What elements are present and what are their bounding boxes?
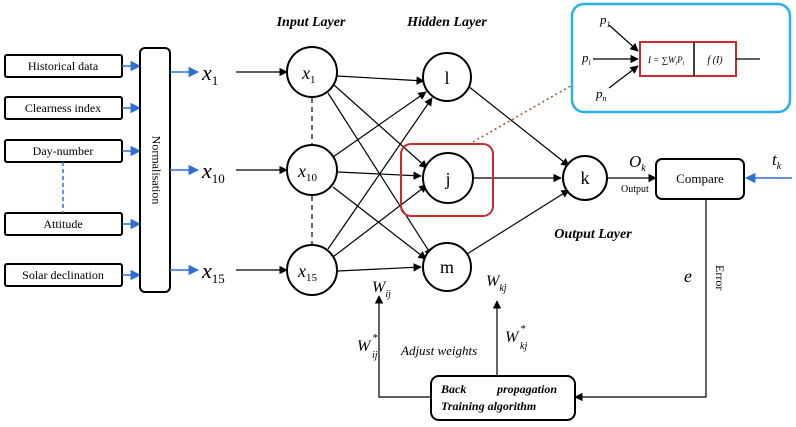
hidden-output-connections — [466, 85, 570, 255]
input-hidden-connections — [327, 75, 433, 272]
input-historical-data: Historical data — [4, 54, 123, 78]
w-ij-label: Wij — [372, 279, 391, 300]
normalisation-label: Normalisation — [149, 136, 163, 205]
input-solar-declination: Solar declination — [4, 263, 123, 287]
input-node-1: x1 — [286, 46, 338, 98]
output-node-k: k — [562, 155, 608, 201]
normalisation-block: Normalisation — [139, 47, 171, 293]
input-label: Solar declination — [22, 268, 104, 282]
x-label-10: x10 — [201, 158, 225, 186]
adjust-weights-label: Adjust weights — [400, 343, 477, 358]
w-kj-label: Wkj — [486, 273, 507, 294]
normalisation-outputs — [170, 66, 200, 276]
input-node-10: x10 — [286, 144, 338, 196]
hidden-node-label: l — [444, 68, 449, 88]
highlight-box — [400, 143, 494, 217]
backprop-label: propagation — [496, 382, 557, 396]
input-label: Clearness index — [25, 101, 101, 115]
neuron-detail-inset: p1 pi pn I = ∑WiPi f (I) — [570, 2, 792, 114]
input-p1: p1 — [599, 12, 611, 29]
w-ij-update-arrow — [374, 295, 431, 398]
hidden-node-l: l — [422, 52, 472, 102]
input-label: Historical data — [28, 59, 99, 73]
output-symbol: Ok — [629, 152, 646, 174]
backprop-label: Back — [440, 382, 466, 396]
hidden-node-j: j — [422, 152, 474, 204]
svg-text:ij: ij — [372, 350, 378, 361]
input-arrows — [122, 60, 142, 281]
sum-formula: I = ∑WiPi — [647, 55, 685, 67]
target-symbol: tk — [772, 150, 782, 172]
output-label: Output — [621, 184, 649, 195]
input-node-15: x15 — [286, 244, 338, 296]
input-attitude: Attitude — [4, 212, 123, 236]
input-node-label: x1 — [301, 63, 316, 86]
input-node-label: x15 — [297, 261, 318, 284]
input-layer-title: Input Layer — [276, 15, 346, 30]
input-pn: pn — [595, 86, 607, 103]
error-symbol: e — [684, 266, 692, 286]
w-ij-star-label: W * ij — [357, 332, 378, 361]
svg-text:kj: kj — [520, 341, 527, 352]
compare-block: Compare — [655, 158, 745, 200]
input-day-number: Day-number — [4, 139, 123, 163]
output-layer-title: Output Layer — [554, 227, 632, 242]
error-label: Error — [713, 265, 727, 290]
input-label: Day-number — [33, 144, 94, 158]
svg-text:W: W — [357, 338, 372, 355]
backprop-label: Training algorithm — [441, 399, 536, 413]
hidden-node-label: m — [440, 257, 454, 277]
detail-pointer — [472, 75, 589, 143]
hidden-node-label: j — [444, 169, 450, 189]
backprop-block: Back propagation Training algorithm — [430, 375, 576, 421]
error-feedback-line — [574, 199, 707, 402]
output-node-label: k — [581, 168, 590, 188]
svg-text:*: * — [372, 332, 378, 344]
w-kj-star-label: W * kj — [505, 323, 527, 352]
x-label-15: x15 — [201, 258, 225, 286]
hidden-layer-title: Hidden Layer — [406, 15, 487, 30]
activation-function: f (I) — [707, 55, 723, 66]
input-label: Attitude — [43, 217, 82, 231]
x-label-1: x1 — [201, 60, 218, 88]
input-pi: pi — [581, 50, 591, 67]
x-to-input-arrows — [236, 67, 288, 275]
hidden-node-m: m — [422, 242, 472, 292]
input-node-label: x10 — [297, 161, 318, 184]
compare-label: Compare — [676, 171, 724, 186]
input-clearness-index: Clearness index — [4, 96, 123, 120]
svg-text:W: W — [505, 329, 520, 346]
svg-text:*: * — [520, 323, 526, 335]
